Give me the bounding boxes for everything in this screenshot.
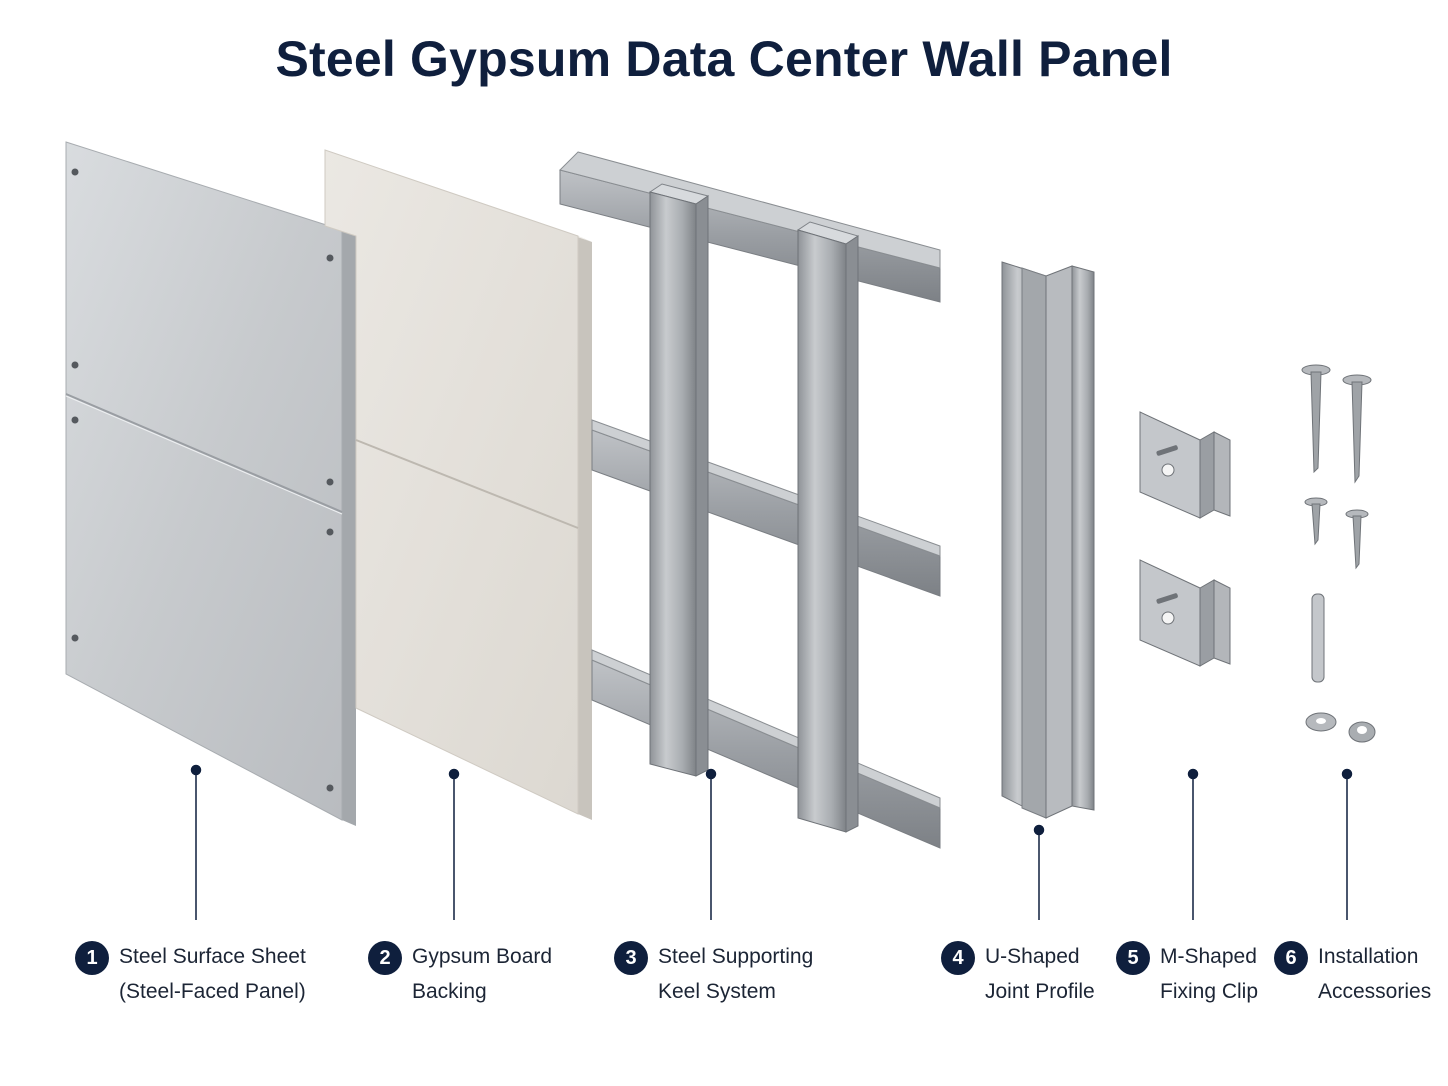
label-line1: Steel Surface Sheet: [119, 945, 306, 968]
page-title: Steel Gypsum Data Center Wall Panel: [275, 31, 1173, 87]
u-shaped-joint-profile: [1001, 261, 1095, 819]
number-badge: 2: [368, 941, 402, 975]
installation-accessories: [1301, 364, 1376, 743]
label-line2: (Steel-Faced Panel): [119, 980, 306, 1003]
label-line1: U-Shaped: [985, 945, 1080, 968]
label-line1: Installation: [1318, 945, 1419, 968]
label-line2: Accessories: [1318, 980, 1432, 1003]
steel-surface-sheet: [65, 141, 356, 826]
number-badge: 4: [941, 941, 975, 975]
label-steel-surface-sheet: 1 Steel Surface Sheet (Steel-Faced Panel): [75, 939, 306, 1009]
steel-keel-system: [559, 151, 941, 849]
label-line1: Steel Supporting: [658, 945, 814, 968]
label-line1: M-Shaped: [1160, 945, 1257, 968]
gypsum-board-backing: [324, 149, 592, 820]
number-badge: 1: [75, 941, 109, 975]
label-line2: Joint Profile: [985, 980, 1095, 1003]
m-shaped-fixing-clip: [1139, 411, 1231, 667]
label-line2: Keel System: [658, 980, 776, 1003]
number-badge: 5: [1116, 941, 1150, 975]
number-badge: 6: [1274, 941, 1308, 975]
label-line2: Backing: [412, 980, 487, 1003]
number-badge: 3: [614, 941, 648, 975]
leader-lines: [190, 764, 1353, 920]
label-line1: Gypsum Board: [412, 945, 553, 968]
label-line2: Fixing Clip: [1160, 980, 1259, 1003]
